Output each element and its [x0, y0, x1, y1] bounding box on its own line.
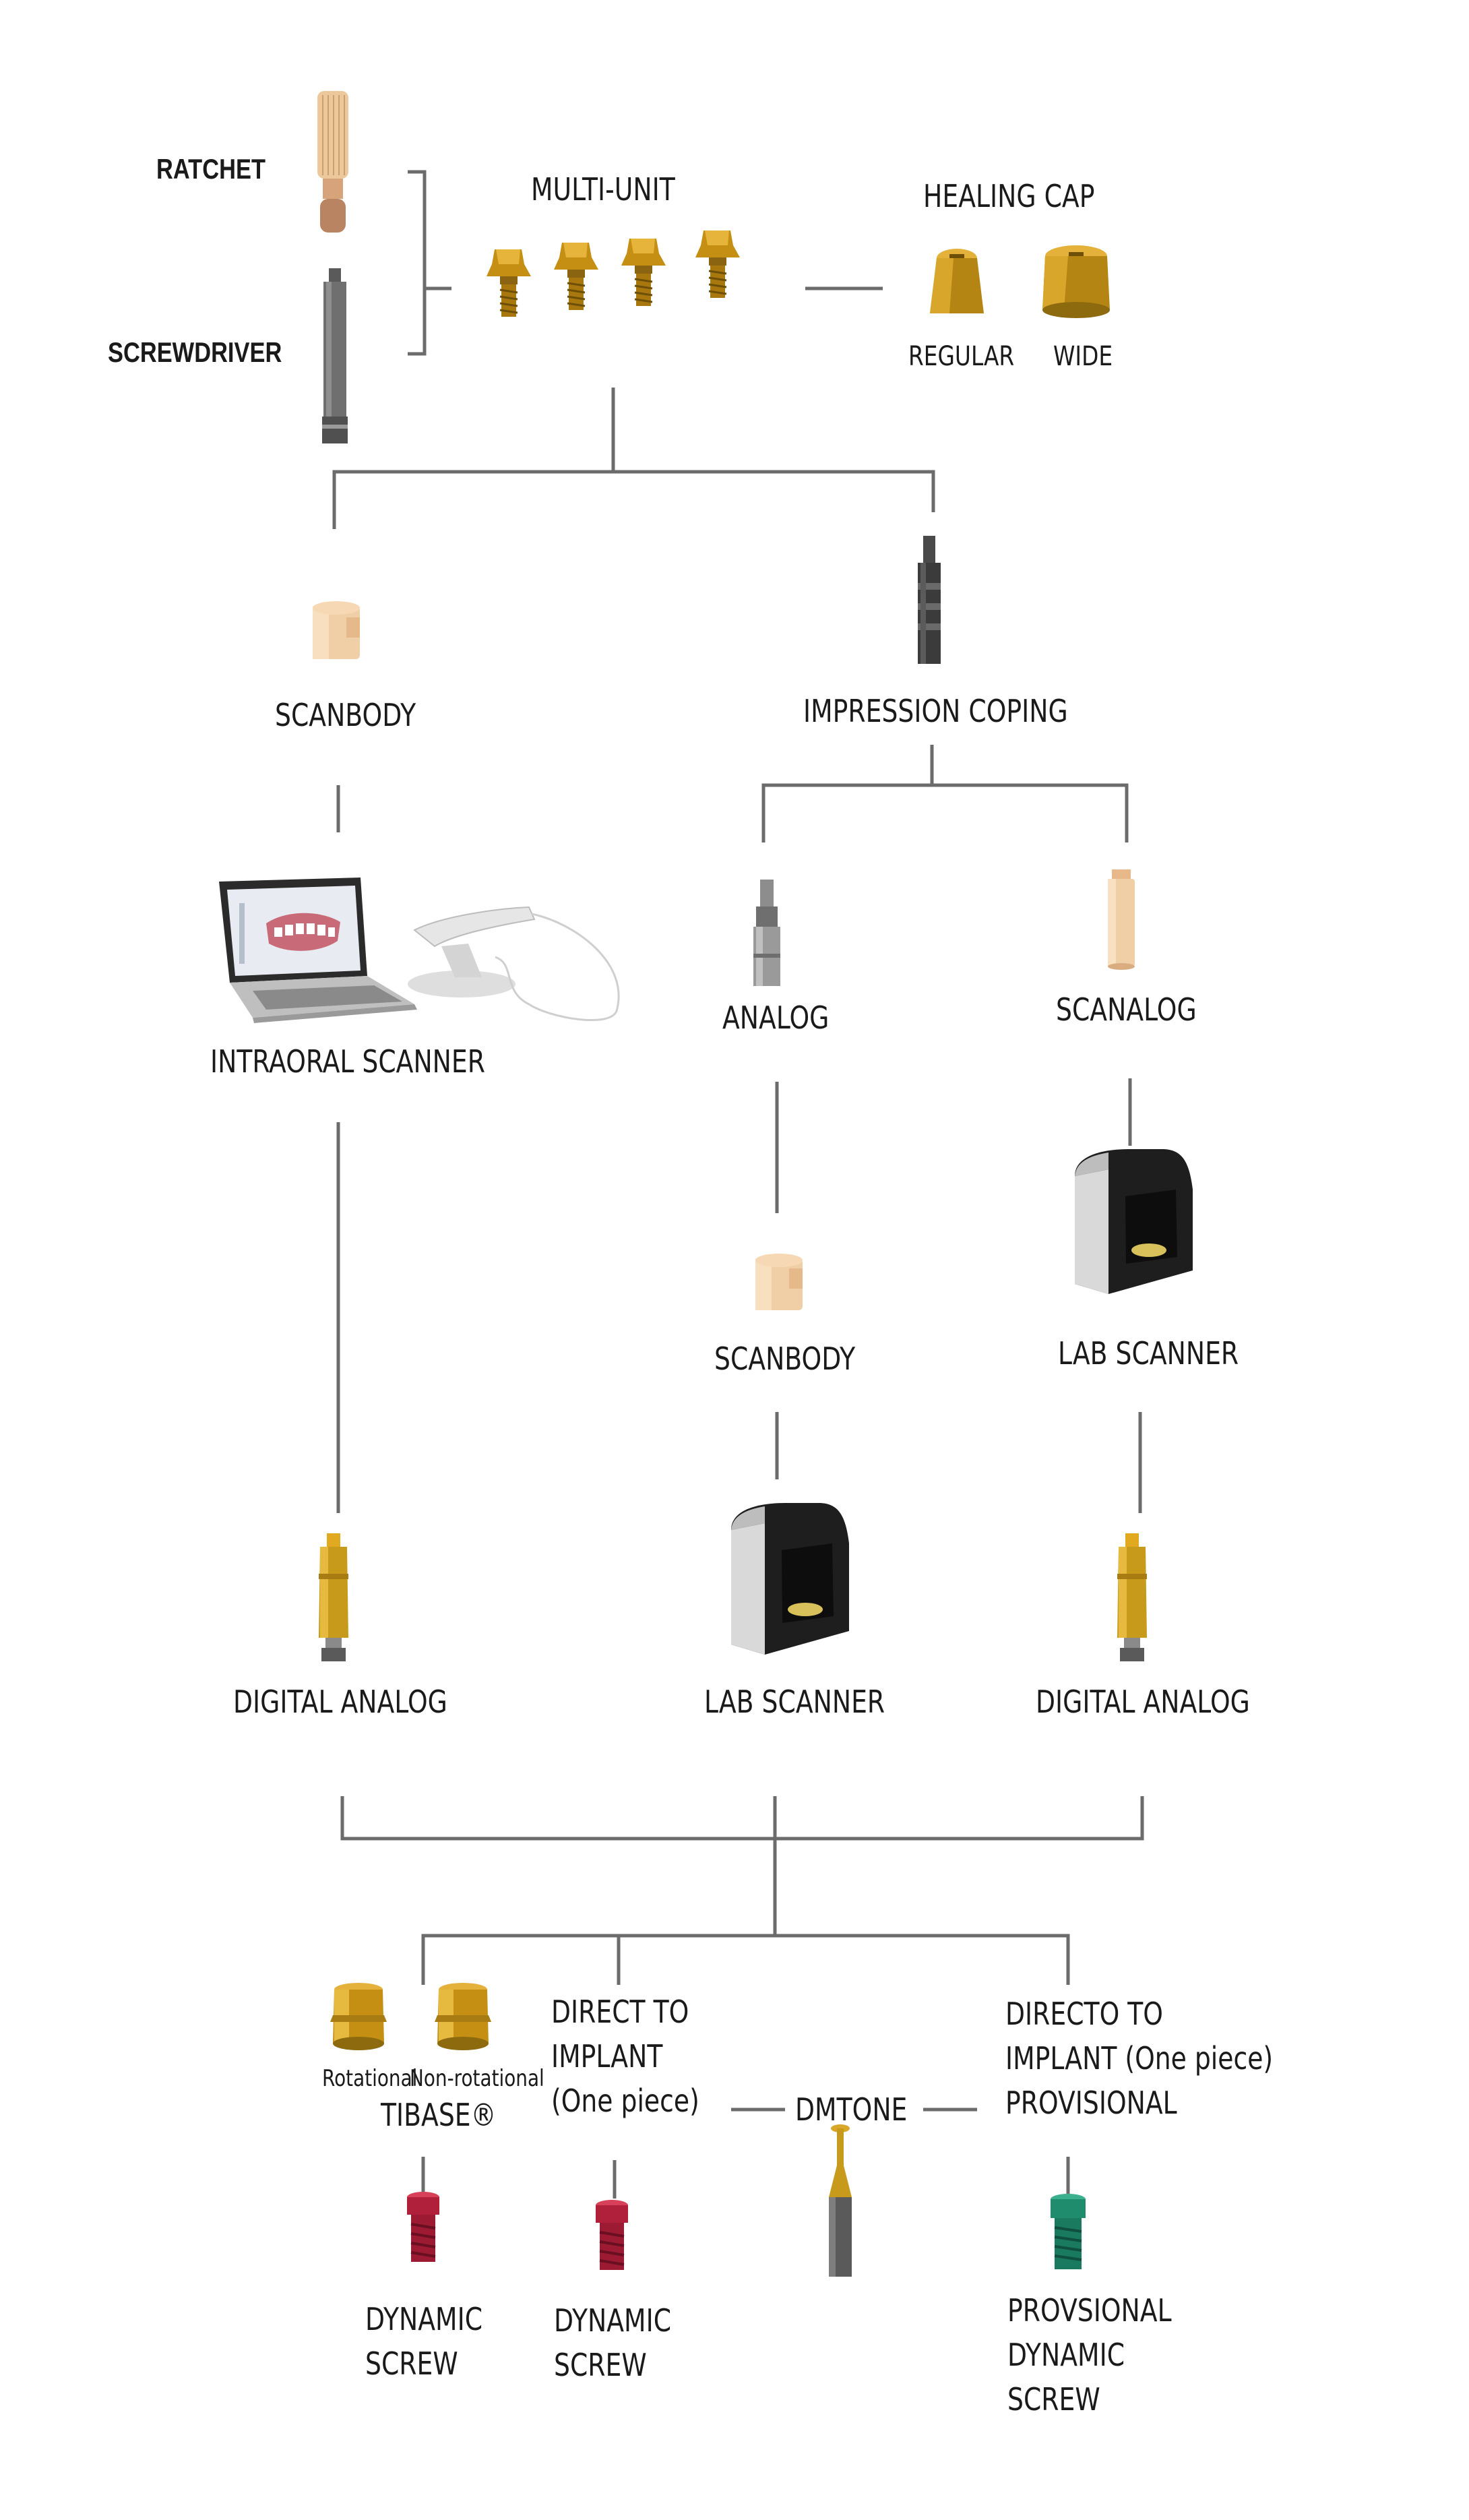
bottom-split [421, 1934, 1070, 1985]
dynamic-screw-line-2: SCREW [365, 2345, 458, 2382]
provisional-screw-icon [1048, 2192, 1088, 2272]
direct-provisional-line-3: PROVISIONAL [1005, 2085, 1177, 2121]
provisional-screw-line-3: SCREW [1007, 2381, 1100, 2418]
provisional-screw-line-2: DYNAMIC [1007, 2337, 1125, 2373]
provisional-screw-line-1: PROVSIONAL [1007, 2292, 1172, 2329]
healing-cap-regular-icon [927, 246, 987, 320]
dmtone-label: DMTONE [795, 2091, 908, 2128]
impression-coping-icon [911, 536, 948, 667]
analog-icon [747, 880, 787, 987]
digital-analog-icon-2 [1112, 1533, 1152, 1665]
tibase-label: TIBASE® [381, 2097, 497, 2133]
merge-bracket [340, 1796, 1144, 1841]
lab-scanner-label: LAB SCANNER [1058, 1335, 1239, 1372]
scanbody-label: SCANBODY [275, 697, 416, 733]
coping-split [761, 783, 1129, 842]
direct-provisional-line-1: DIRECTO TO [1005, 1996, 1164, 2032]
lab-scanner-icon [1061, 1149, 1196, 1297]
healing-cap-label: HEALING CAP [923, 178, 1095, 214]
tibase-rotational-label: Rotational [322, 2065, 418, 2092]
scanbody-icon [310, 600, 364, 662]
tibase-non-rotational-label: Non-rotational [410, 2065, 544, 2092]
healing-cap-regular-label: REGULAR [908, 341, 1015, 372]
multi-unit-label: MULTI-UNIT [531, 171, 675, 208]
lab-scanner-icon-2 [718, 1503, 852, 1658]
dynamic-screw-icon-2 [593, 2199, 631, 2273]
split-top [332, 470, 935, 529]
screwdriver-icon [317, 268, 354, 445]
direct-to-implant-line-3: (One piece) [551, 2083, 699, 2119]
ratchet-label: RATCHET [156, 153, 265, 185]
dynamic-screw-2-line-2: SCREW [554, 2347, 647, 2383]
direct-to-implant-line-2: IMPLANT [551, 2038, 663, 2075]
tools-bracket [408, 170, 427, 356]
provisional-screw-label: PROVSIONAL DYNAMIC SCREW [1007, 2288, 1172, 2422]
digital-analog-label-2: DIGITAL ANALOG [1036, 1684, 1250, 1720]
dynamic-screw-label-2: DYNAMIC SCREW [554, 2298, 671, 2387]
dynamic-screw-2-line-1: DYNAMIC [554, 2302, 672, 2339]
digital-analog-label: DIGITAL ANALOG [233, 1684, 447, 1720]
dmtone-icon [823, 2123, 857, 2278]
analog-label: ANALOG [722, 1000, 830, 1036]
direct-provisional-line-2: IMPLANT (One piece) [1005, 2040, 1274, 2077]
direct-to-implant-line-1: DIRECT TO [551, 1994, 689, 2030]
digital-analog-icon [313, 1533, 354, 1665]
tibase-icon [330, 1981, 505, 2056]
scanalog-label: SCANALOG [1056, 991, 1197, 1028]
scanalog-icon [1101, 869, 1142, 971]
scanbody-icon-2 [753, 1252, 807, 1313]
dynamic-screw-label: DYNAMIC SCREW [365, 2297, 482, 2386]
scanbody-label-2: SCANBODY [714, 1341, 856, 1377]
ratchet-icon [313, 91, 354, 236]
intraoral-scanner-label: INTRAORAL SCANNER [210, 1043, 485, 1080]
lab-scanner-label-2: LAB SCANNER [704, 1684, 885, 1720]
healing-cap-wide-label: WIDE [1053, 341, 1113, 372]
healing-cap-wide-icon [1041, 243, 1112, 320]
dynamic-screw-icon [404, 2190, 442, 2265]
screwdriver-label: SCREWDRIVER [108, 336, 282, 368]
dynamic-screw-line-1: DYNAMIC [365, 2301, 483, 2337]
laptop-scanner-icon [212, 876, 623, 1031]
multi-unit-abutment-icon [487, 222, 796, 337]
impression-coping-label: IMPRESSION COPING [803, 693, 1068, 729]
direct-provisional-label: DIRECTO TO IMPLANT (One piece) PROVISION… [1005, 1992, 1273, 2125]
direct-to-implant-label: DIRECT TO IMPLANT (One piece) [551, 1990, 699, 2123]
